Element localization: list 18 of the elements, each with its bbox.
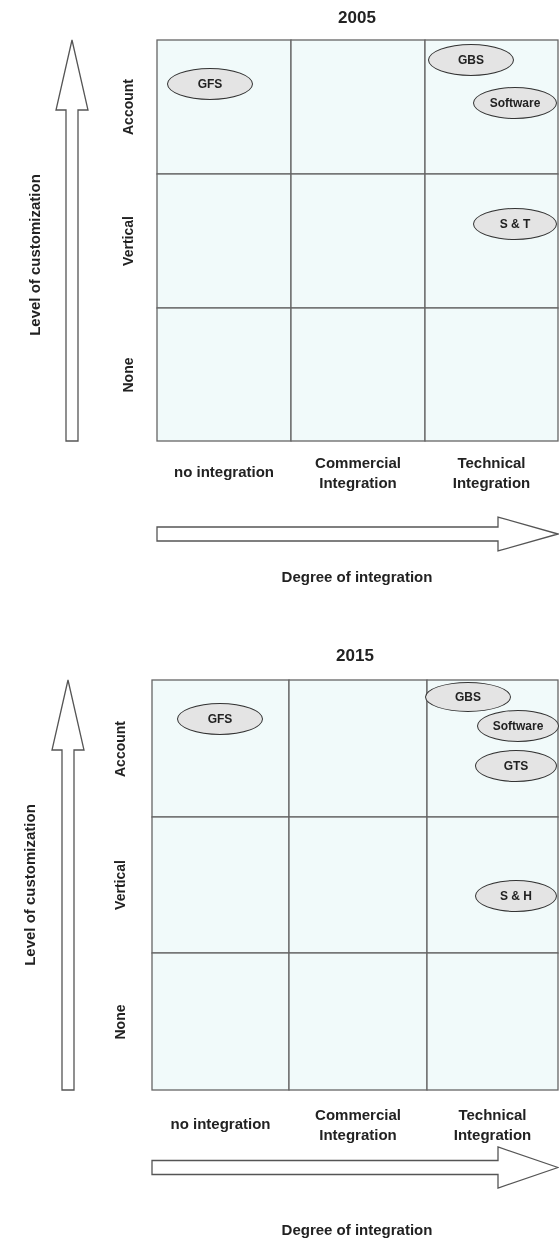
row-label: None bbox=[118, 357, 137, 392]
column-label: Technical Integration bbox=[451, 452, 532, 492]
axis-title: Level of customization bbox=[25, 174, 45, 336]
column-label: Commercial Integration bbox=[314, 452, 402, 492]
axis-title: Degree of integration bbox=[281, 567, 433, 587]
row-label: Account bbox=[110, 720, 129, 777]
row-label: None bbox=[110, 1004, 129, 1039]
row-label: Vertical bbox=[110, 860, 129, 910]
axis-title: Level of customization bbox=[20, 804, 40, 966]
column-label: Commercial Integration bbox=[314, 1104, 402, 1144]
year-heading: 2005 bbox=[338, 6, 376, 29]
row-label: Vertical bbox=[118, 216, 137, 266]
year-heading: 2015 bbox=[336, 644, 374, 667]
column-label: no integration bbox=[173, 462, 275, 482]
axis-title: Degree of integration bbox=[281, 1220, 433, 1240]
row-label: Account bbox=[118, 79, 137, 135]
column-label: no integration bbox=[169, 1114, 272, 1134]
column-label: Technical Integration bbox=[452, 1104, 533, 1144]
